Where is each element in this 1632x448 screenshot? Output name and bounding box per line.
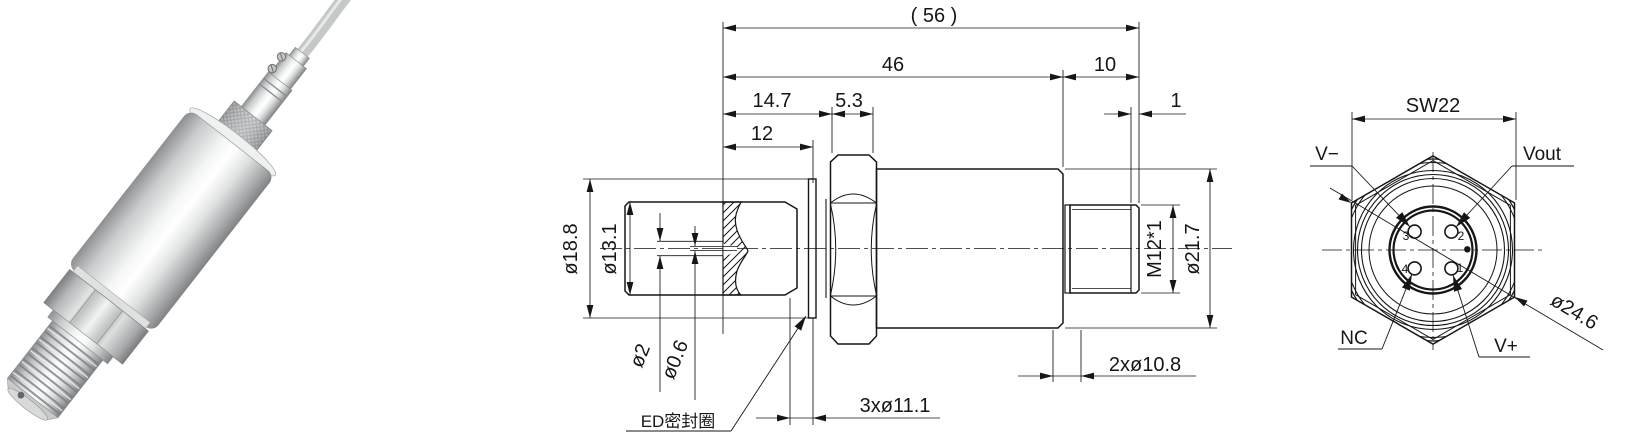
corner-arcs bbox=[1351, 158, 1515, 342]
dim-dia-24-6 bbox=[1329, 187, 1604, 351]
dim-46-label: 46 bbox=[882, 54, 904, 76]
extension-lines bbox=[583, 22, 1217, 425]
m12-thread-label: M12*1 bbox=[1144, 220, 1166, 278]
product-photo bbox=[7, 0, 385, 421]
hex-arcs bbox=[830, 193, 877, 306]
tip-hole-icon bbox=[17, 391, 25, 399]
pin-label-v-plus: V+ bbox=[1494, 336, 1518, 357]
hex-face-lines bbox=[830, 202, 877, 297]
hex-nut-side bbox=[829, 154, 878, 345]
ring-4 bbox=[1368, 185, 1498, 315]
sw22-label: SW22 bbox=[1406, 95, 1460, 117]
dia-21-7-label: ø21.7 bbox=[1182, 223, 1204, 274]
pin-2 bbox=[1444, 224, 1459, 239]
part-outline bbox=[624, 154, 1140, 345]
seal-leader bbox=[626, 313, 810, 432]
plug-rings bbox=[258, 77, 288, 103]
side-view: ( 56 ) 46 10 14.7 5.3 12 1 ø18.8 ø13.1 ø… bbox=[560, 5, 1232, 432]
thread-highlights bbox=[12, 328, 97, 412]
ring-outer bbox=[1352, 169, 1514, 331]
keying-dot-icon bbox=[1464, 246, 1471, 253]
holes-2x10-8-label: 2xø10.8 bbox=[1109, 354, 1181, 376]
pin-leaders bbox=[1310, 165, 1574, 358]
connector-recess-inner bbox=[1392, 209, 1474, 291]
main-body bbox=[875, 168, 1064, 329]
cable bbox=[292, 0, 385, 65]
knurled-nut-sheen bbox=[214, 101, 273, 156]
pin-1 bbox=[1444, 261, 1459, 276]
pin-number-3: 3 bbox=[1403, 229, 1410, 243]
seal-ring-label: ED密封圈 bbox=[641, 412, 716, 431]
hexagon-chamfer bbox=[1355, 160, 1511, 340]
dia-13-1-label: ø13.1 bbox=[599, 223, 621, 274]
thread-ridges bbox=[10, 325, 99, 415]
pin-label-vout: Vout bbox=[1523, 144, 1562, 165]
dim-5-3-label: 5.3 bbox=[835, 90, 863, 112]
pin-label-v-minus: V− bbox=[1315, 144, 1339, 165]
ring-3 bbox=[1360, 177, 1506, 323]
connector-recess-outer bbox=[1388, 205, 1478, 295]
hex-facets bbox=[69, 289, 123, 345]
holes-3x11-1-label: 3xø11.1 bbox=[860, 395, 931, 417]
dim-14-7-label: 14.7 bbox=[753, 90, 792, 112]
pin-number-4: 4 bbox=[1402, 262, 1409, 276]
hexagon-outline bbox=[1350, 155, 1516, 345]
dim-overall-label: ( 56 ) bbox=[911, 5, 958, 27]
cable-highlight bbox=[297, 0, 377, 56]
pin-number-1: 1 bbox=[1457, 261, 1464, 275]
dim-10-label: 10 bbox=[1094, 54, 1116, 76]
dim-sw22 bbox=[1351, 112, 1517, 200]
thread-minor-lines bbox=[1072, 209, 1131, 289]
screw-slots bbox=[270, 53, 284, 73]
pin-number-2: 2 bbox=[1458, 229, 1465, 243]
connector-m12 bbox=[1069, 204, 1140, 294]
dim-12-label: 12 bbox=[751, 123, 773, 145]
pin-label-nc: NC bbox=[1340, 328, 1367, 349]
pin-4 bbox=[1407, 261, 1422, 276]
dia-18-8-label: ø18.8 bbox=[560, 223, 582, 274]
pressure-hole-lines bbox=[657, 240, 737, 257]
ring-2 bbox=[1356, 173, 1510, 327]
dim-1-label: 1 bbox=[1170, 90, 1181, 112]
seal-ring bbox=[807, 178, 817, 319]
pressure-port bbox=[624, 201, 798, 296]
